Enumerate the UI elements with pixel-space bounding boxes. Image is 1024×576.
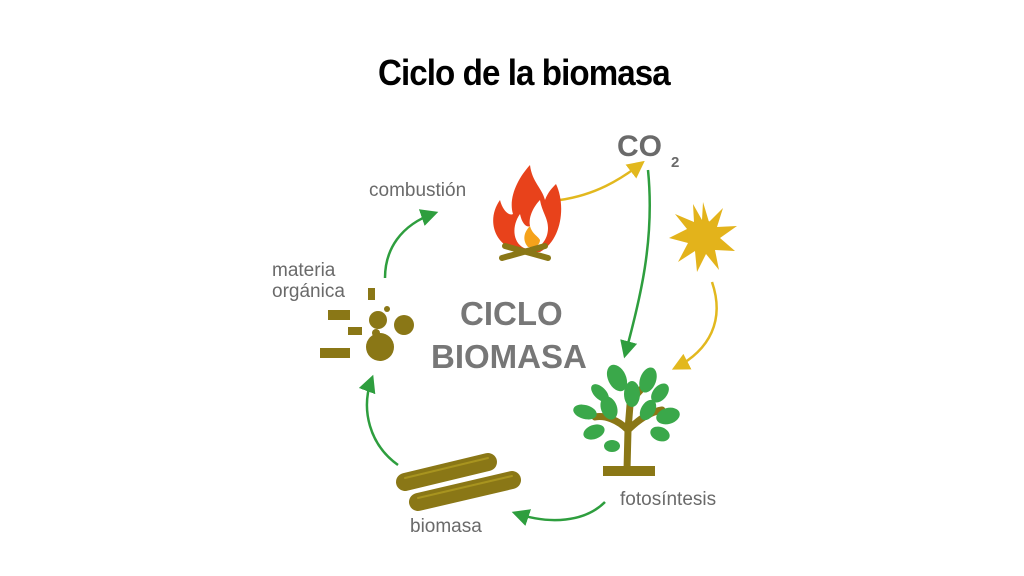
arrow-combustion-to-co2 (559, 160, 645, 202)
arrow-tree-to-biomasa (511, 501, 606, 526)
label-biomasa: biomasa (410, 516, 482, 537)
center-label-line2: BIOMASA (431, 338, 587, 375)
label-materia-line2: orgánica (272, 281, 345, 302)
logs-icon (396, 453, 521, 511)
arrow-sun-to-tree (671, 281, 718, 370)
slide-title: Ciclo de la biomasa (378, 52, 671, 93)
organic-matter-icon (320, 288, 414, 361)
co2-label: CO 2 (617, 130, 679, 171)
co2-text: CO (617, 130, 662, 163)
sun-icon (669, 202, 737, 272)
tree-ground (603, 466, 655, 476)
label-materia-line1: materia (272, 260, 336, 281)
center-label-line1: CICLO (460, 295, 563, 332)
flame-icon (493, 165, 562, 261)
tree-icon (573, 364, 680, 476)
cycle-arrows (358, 160, 718, 526)
label-fotosintesis: fotosíntesis (620, 489, 716, 510)
arrow-co2-to-tree (620, 169, 651, 359)
label-combustion: combustión (369, 180, 466, 201)
arrow-biomasa-to-materia (358, 374, 399, 467)
arrow-materia-to-combustion (383, 209, 439, 279)
co2-subscript: 2 (671, 154, 679, 171)
